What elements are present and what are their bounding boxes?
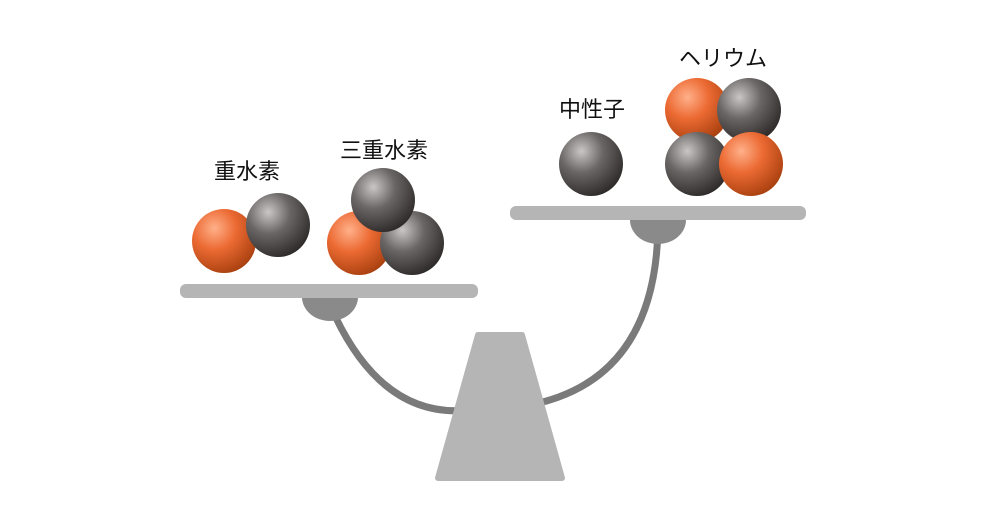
label-neutron: 中性子 (558, 98, 626, 123)
deuterium-proton (192, 209, 256, 273)
tritium-particles (327, 168, 444, 275)
left-pan-pivot (302, 297, 358, 321)
single-neutron (559, 132, 623, 196)
tritium-neutron-top (351, 168, 415, 232)
helium-proton-bottom-right (719, 132, 783, 196)
right-pan-pivot (630, 220, 686, 244)
label-deuterium: 重水素 (213, 160, 281, 185)
label-helium: ヘリウム (678, 47, 768, 72)
scale-fulcrum (435, 332, 565, 481)
deuterium-neutron (246, 193, 310, 257)
label-tritium: 三重水素 (339, 139, 429, 164)
helium-neutron-top-right (717, 78, 781, 142)
helium-proton-top-left (665, 78, 729, 142)
left-pan (180, 284, 478, 298)
neutron-particles (559, 132, 623, 196)
helium-particles (665, 78, 783, 196)
helium-neutron-bottom-left (665, 132, 729, 196)
right-pan (510, 206, 806, 220)
deuterium-particles (192, 193, 310, 273)
scale-arm (326, 224, 662, 415)
